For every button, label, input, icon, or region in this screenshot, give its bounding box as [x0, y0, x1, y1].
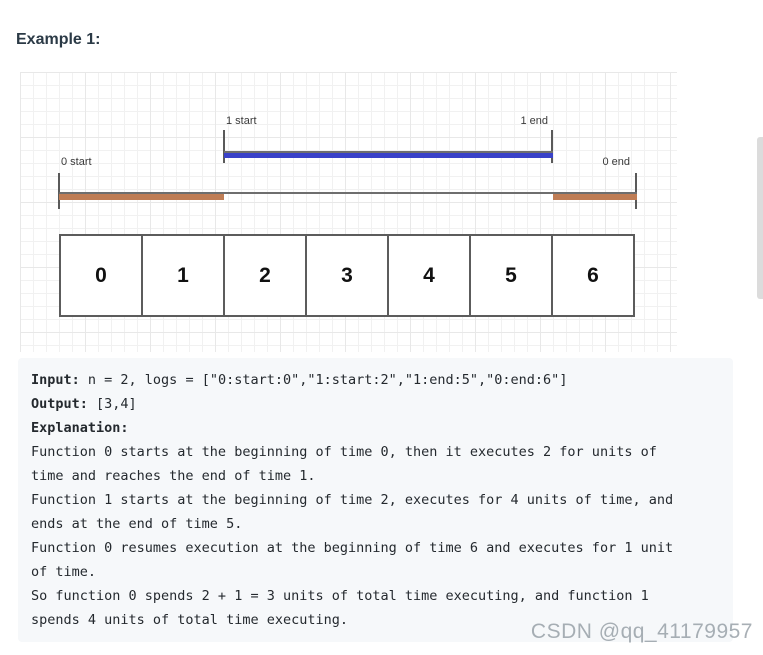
time-box-1: 1	[141, 234, 225, 317]
time-box-2: 2	[223, 234, 307, 317]
fn0-end-label: 0 end	[602, 156, 630, 168]
output-line: Output: [3,4]	[31, 392, 720, 416]
explanation-text-line: spends 4 units of total time executing.	[31, 612, 348, 628]
explanation-text-line: Function 0 starts at the beginning of ti…	[31, 444, 657, 460]
input-label: Input:	[31, 372, 80, 388]
fn0-start-label: 0 start	[61, 156, 92, 168]
output-label: Output:	[31, 396, 88, 412]
explanation-text-line: time and reaches the end of time 1.	[31, 468, 316, 484]
fn1-end-label: 1 end	[520, 115, 548, 127]
time-box-3: 3	[305, 234, 389, 317]
csdn-watermark: CSDN @qq_41179957	[530, 620, 753, 643]
fn1-timeline-line	[224, 151, 553, 153]
fn0-execution-bar-1	[59, 194, 224, 200]
input-value: n = 2, logs = ["0:start:0","1:start:2","…	[79, 372, 568, 388]
explanation-text-line: So function 0 spends 2 + 1 = 3 units of …	[31, 588, 649, 604]
output-value: [3,4]	[87, 396, 137, 412]
explanation-text-line: Function 0 resumes execution at the begi…	[31, 540, 674, 556]
time-box-5: 5	[469, 234, 553, 317]
example-heading: Example 1:	[16, 31, 101, 48]
time-box-4: 4	[387, 234, 471, 317]
fn0-execution-bar-2	[553, 194, 637, 200]
explanation-label-line: Explanation:	[31, 416, 720, 440]
explanation-label: Explanation:	[31, 420, 129, 436]
time-axis-row: 0 1 2 3 4 5 6	[59, 234, 635, 317]
timeline-diagram: 1 start 1 end 0 start 0 end 0 1 2 3 4 5 …	[20, 72, 677, 352]
fn0-end-tick	[635, 173, 637, 209]
example-code-block: Input: n = 2, logs = ["0:start:0","1:sta…	[18, 358, 733, 642]
fn1-start-label: 1 start	[226, 115, 257, 127]
fn1-end-tick	[551, 130, 553, 163]
input-line: Input: n = 2, logs = ["0:start:0","1:sta…	[31, 368, 720, 392]
vertical-scrollbar-thumb[interactable]	[757, 137, 763, 299]
explanation-text-line: of time.	[31, 564, 97, 580]
time-box-0: 0	[59, 234, 143, 317]
explanation-text-line: ends at the end of time 5.	[31, 516, 243, 532]
time-box-6: 6	[551, 234, 635, 317]
fn0-start-tick	[58, 173, 60, 209]
fn1-start-tick	[223, 130, 225, 163]
fn1-execution-bar	[224, 153, 553, 158]
fn0-timeline-line	[59, 192, 637, 194]
explanation-text-line: Function 1 starts at the beginning of ti…	[31, 492, 674, 508]
